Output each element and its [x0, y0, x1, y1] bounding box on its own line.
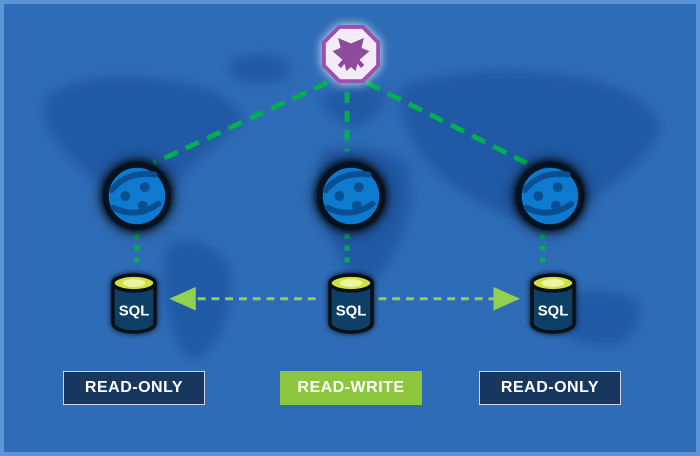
- sql-label: SQL: [119, 303, 150, 319]
- world-map-background: [45, 54, 661, 359]
- connector-lines: [134, 80, 546, 311]
- dns-routing-lines: [152, 80, 528, 166]
- sql-label: SQL: [538, 303, 569, 319]
- role-label-readonly-right: READ-ONLY: [479, 371, 621, 405]
- app-to-db-lines: [134, 233, 546, 266]
- sql-database-icon: SQL: [525, 271, 581, 337]
- traffic-manager-octagon: [321, 24, 381, 84]
- web-app-globe-icon: [98, 157, 176, 235]
- sql-database-icon: SQL: [323, 271, 379, 337]
- sql-label: SQL: [336, 303, 367, 319]
- continent-shapes: [45, 54, 661, 359]
- traffic-manager-icon: [320, 22, 382, 86]
- sql-database-icon: SQL: [106, 271, 162, 337]
- web-app-globe-icon: [312, 157, 390, 235]
- role-label-readonly-left: READ-ONLY: [63, 371, 205, 405]
- role-label-readwrite-center: READ-WRITE: [280, 371, 422, 405]
- web-app-globe-icon: [511, 157, 589, 235]
